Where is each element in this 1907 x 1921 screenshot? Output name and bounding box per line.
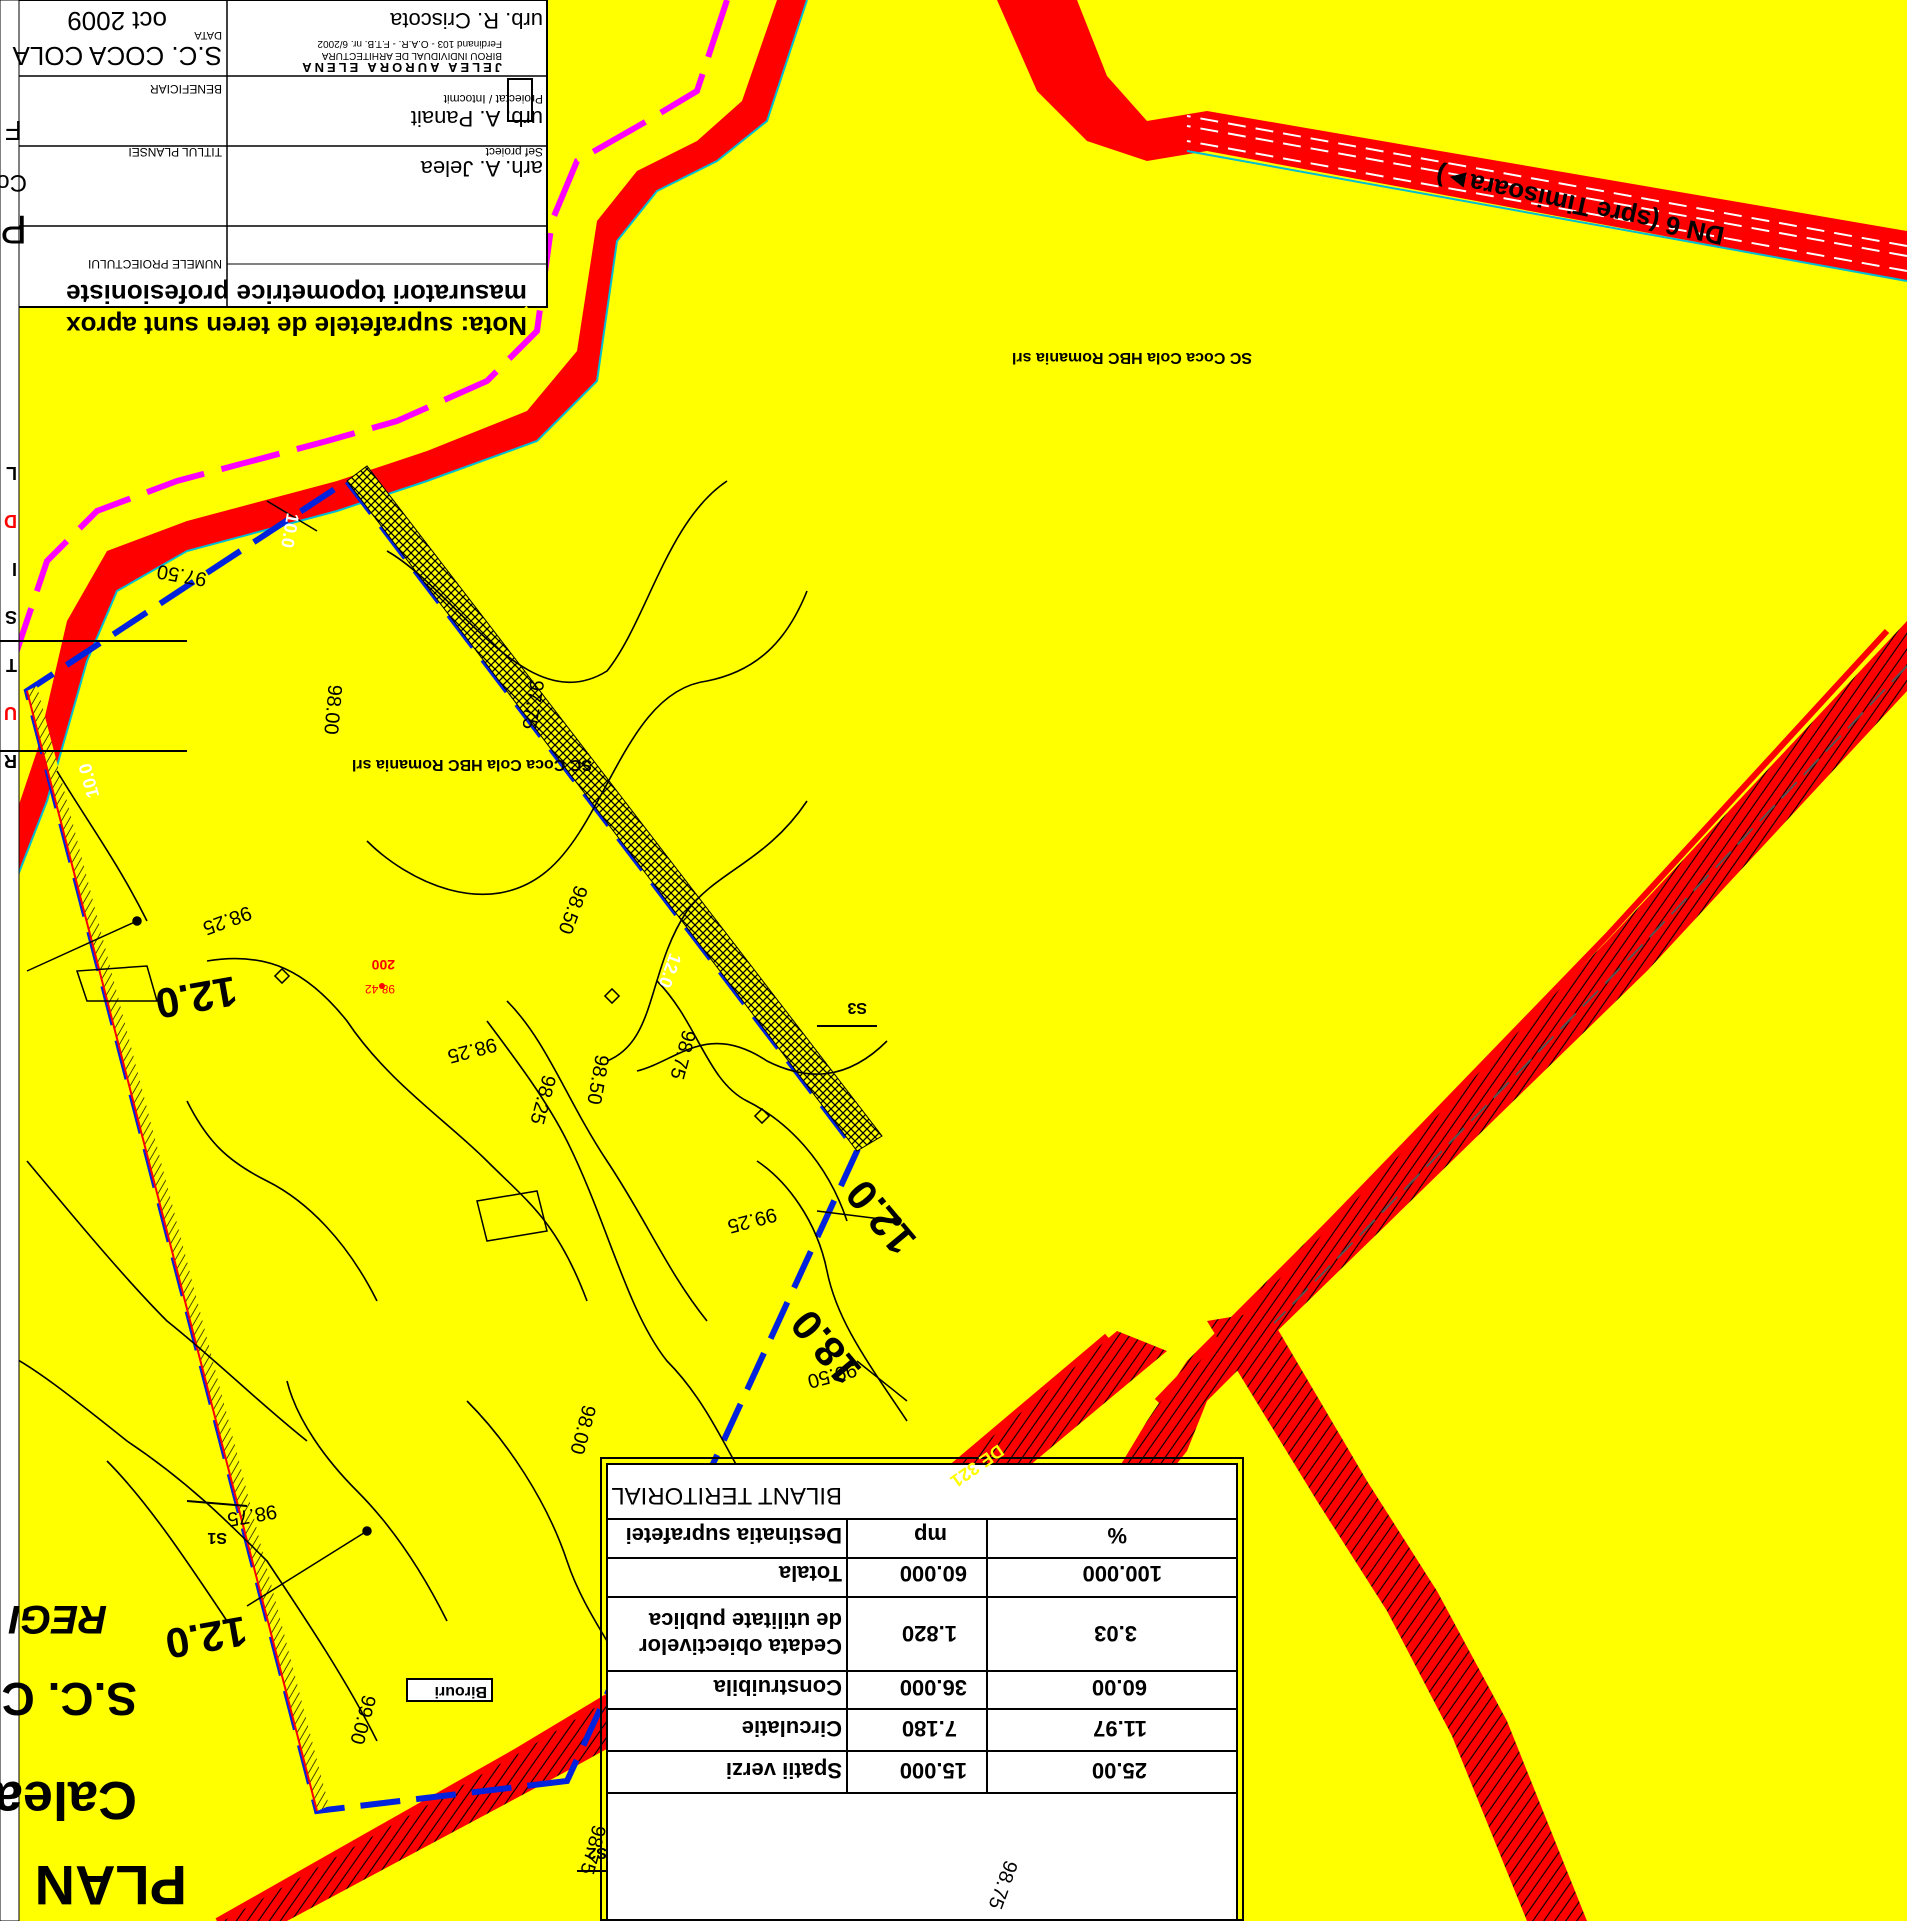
section-s3: S3 <box>847 999 867 1016</box>
bilant-table <box>600 1457 1244 1921</box>
tb-sheet-partial: F <box>4 115 22 146</box>
bilant-row-5-mp: 15.000 <box>899 1758 967 1783</box>
legend-letter: I <box>11 559 17 579</box>
bilant-row-2-label: Cedata obiectivelor de utilitate publica <box>639 1608 842 1659</box>
legend-letter: T <box>6 655 17 675</box>
bilant-row-2-mp: 1.820 <box>901 1621 957 1646</box>
bilant-row-1-pct: 100.000 <box>1082 1561 1162 1586</box>
survey-marks <box>75 965 771 1242</box>
bilant-row-4-mp: 7.180 <box>901 1716 957 1741</box>
tb-date: oct 2009 <box>67 6 167 36</box>
tb-firm-name: JELEA AURORA ELENA <box>299 60 502 75</box>
building-label: Birouri <box>434 1683 487 1700</box>
tb-checked-name: urb. R. Criscota <box>390 8 543 33</box>
parcel-neighbor-label: SC Coca Cola HBC Romania srl <box>1011 349 1252 366</box>
bilant-row-4-label: Circulatie <box>741 1716 842 1741</box>
tb-drawn-name: urb. A. Panait <box>410 106 543 131</box>
contour-label-2: 98.00 <box>319 683 346 736</box>
main-parcel <box>23 465 883 1815</box>
bilant-row-1-label: Totala <box>778 1561 842 1586</box>
legend-strip <box>0 0 20 1921</box>
note-line-2: masuratori topometrice profesioniste <box>66 279 527 309</box>
legend-letter: U <box>4 703 17 723</box>
road-dn6 <box>997 0 1907 282</box>
road-de320 <box>1207 1311 1587 1921</box>
contour-lines <box>0 480 908 1742</box>
bilant-row-3-mp: 36.000 <box>899 1675 967 1700</box>
bilant-row-3-pct: 60.00 <box>1091 1675 1147 1700</box>
tb-project-partial-2: Co <box>0 169 27 196</box>
tb-label-beneficiary: BENEFICIAR <box>149 82 222 96</box>
note-line-1: Nota: suprafetele de teren sunt aprox <box>66 311 527 341</box>
tb-chief-name: arh. A. Jelea <box>420 156 543 181</box>
spot-label: 200 <box>371 957 395 973</box>
tb-firm-line2: Ferdinand 103 - O.A.R. - F.T.B. nr. 6/20… <box>317 38 502 49</box>
tb-beneficiary: S.C. COCA COLA <box>12 41 223 71</box>
legend-letter: D <box>4 511 17 531</box>
section-s2: S2 <box>587 1844 607 1861</box>
left-title-sc: S.C. C <box>1 1673 137 1725</box>
bilant-row-5-label: Spatii verzi <box>725 1758 842 1783</box>
building-birouri <box>406 1678 493 1702</box>
tb-project-partial: P <box>0 207 27 251</box>
bilant-header-destinatia: Destinatia suprafetei <box>625 1523 842 1548</box>
left-title-calea: Calea <box>0 1770 137 1830</box>
tb-label-sheet: TITLUL PLANSEI <box>128 145 222 159</box>
legend-letter: S <box>4 607 17 627</box>
legend-letter: L <box>6 463 17 483</box>
bilant-row-1-mp: 60.000 <box>899 1561 967 1586</box>
legend-letter: R <box>4 751 17 771</box>
section-markers <box>186 1025 877 1872</box>
dimension-ticks <box>26 500 908 1607</box>
title-block <box>0 0 548 308</box>
bilant-header-pct: % <box>1107 1523 1127 1548</box>
left-title-regim: REGI <box>9 1597 107 1641</box>
legend-letters: R U T S I D L <box>0 411 19 771</box>
tb-firm-line1: BIROU INDIVIDUAL DE ARHITECTURA <box>321 50 502 61</box>
bilant-row-5-pct: 25.00 <box>1091 1758 1147 1783</box>
tb-label-drawn: Proiectat / Intocmit <box>443 92 543 106</box>
road-dcn236 <box>897 621 1907 1921</box>
bilant-row-2-pct: 3.03 <box>1094 1621 1137 1646</box>
spot-elevation-dot <box>379 983 385 989</box>
parcel-main-label: SC Coca Cola HBC Romania srl <box>351 756 592 773</box>
bilant-row-3-label: Construibila <box>713 1675 842 1700</box>
spot-value: 98.42 <box>364 982 395 996</box>
left-title-plan: PLAN <box>34 1854 187 1917</box>
bilant-title: BILANT TERITORIAL <box>611 1482 842 1509</box>
section-s1: S1 <box>207 1529 227 1546</box>
bilant-row-4-pct: 11.97 <box>1093 1716 1147 1741</box>
tb-label-project: NUMELE PROIECTULUI <box>87 257 222 271</box>
tb-label-date: DATA <box>194 29 222 41</box>
bilant-header-mp: mp <box>914 1523 947 1548</box>
